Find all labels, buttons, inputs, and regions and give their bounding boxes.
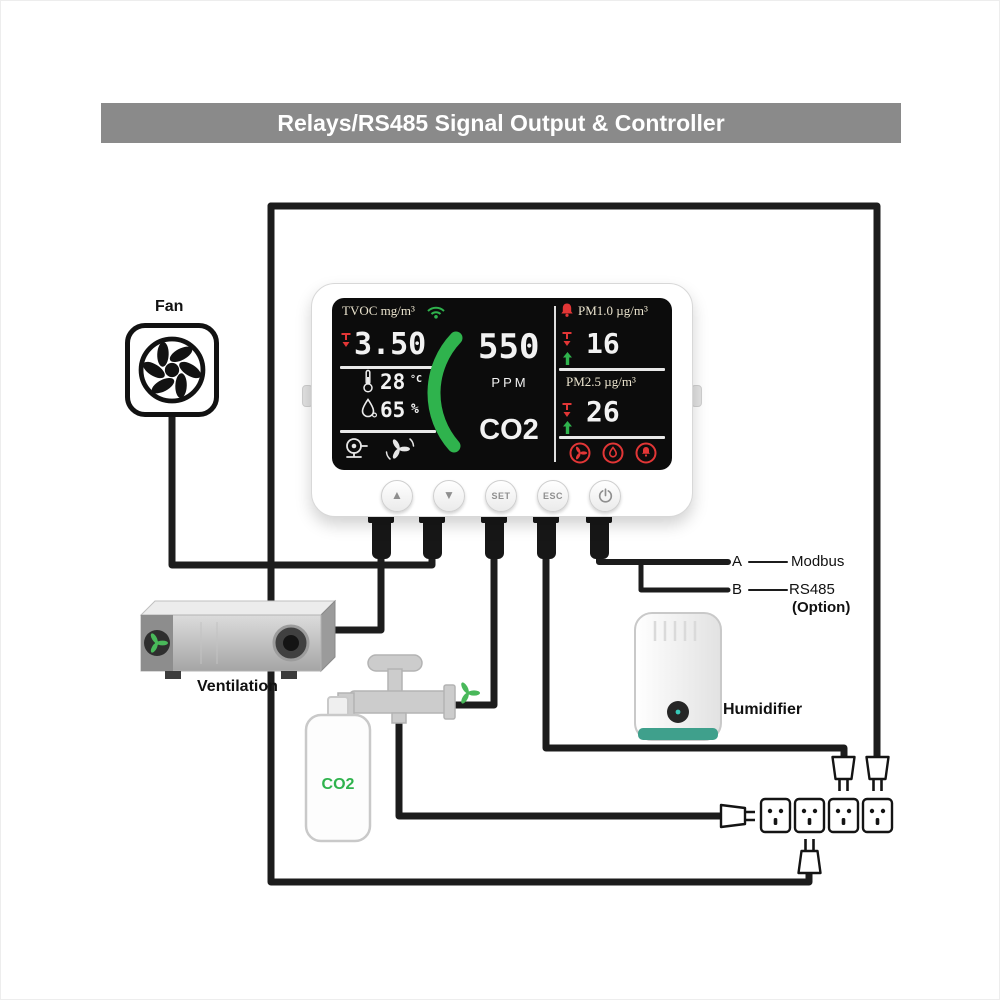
esc-button[interactable]: ESC <box>537 480 569 512</box>
divider <box>554 306 556 462</box>
protocol-label-modbus: Modbus <box>791 553 845 570</box>
threshold-alarm-icon <box>562 403 572 417</box>
gas-bottle <box>304 713 372 843</box>
power-outlet-1 <box>759 797 792 834</box>
pm25-value: 26 <box>586 395 620 428</box>
up-arrow-icon: ▲ <box>391 488 403 502</box>
alarm-output-fan-icon <box>569 442 591 464</box>
wire-rs485-a <box>596 538 731 565</box>
down-arrow-icon: ▼ <box>443 488 455 502</box>
threshold-alarm-icon <box>562 332 572 346</box>
power-strip-area <box>719 755 894 875</box>
tvoc-value: 3.50 <box>354 327 427 362</box>
cable-connector-5 <box>586 513 612 563</box>
humidifier-label: Humidifier <box>723 701 803 718</box>
co2-cylinder-label: CO2 <box>322 776 355 793</box>
wire-left-bottom-to-plug <box>267 202 813 886</box>
ventilation-unit <box>139 599 337 679</box>
alarm-output-drop-icon <box>602 442 624 464</box>
gas-valve <box>337 654 456 724</box>
humidity-unit: % <box>411 402 419 417</box>
title-banner: Relays/RS485 Signal Output & Controller <box>101 103 901 143</box>
humidifier-unit <box>634 612 722 741</box>
terminal-b-label: B <box>732 581 743 598</box>
divider <box>340 430 436 433</box>
protocol-label-option: (Option) <box>792 599 851 616</box>
down-button[interactable]: ▼ <box>433 480 465 512</box>
power-plug-bottom <box>797 839 822 875</box>
co2-unit-label: PPM <box>491 375 529 390</box>
power-outlet-3 <box>827 797 860 834</box>
fan-unit <box>125 323 219 417</box>
air-quality-monitor: TVOC mg/m³ 3.50 28 °C 6 <box>311 283 693 517</box>
humidity-drop-icon <box>361 398 377 418</box>
relay-pump-icon <box>346 438 368 458</box>
pm1-value: 16 <box>586 327 620 360</box>
relay-fan-icon <box>385 438 415 460</box>
power-outlet-4 <box>861 797 894 834</box>
humidity-value: 65 <box>380 398 406 422</box>
wire-valve-to-plug <box>395 709 728 820</box>
power-plug-main <box>865 755 890 791</box>
wire-ventilation <box>331 537 385 634</box>
power-icon <box>598 488 612 503</box>
tvoc-label: TVOC mg/m³ <box>342 303 415 318</box>
co2-gas-label: CO2 <box>479 414 539 446</box>
cable-connector-3 <box>481 513 507 563</box>
rising-arrow-icon <box>563 421 572 434</box>
pm1-label: PM1.0 µg/m³ <box>578 303 648 318</box>
divider <box>340 366 436 369</box>
gas-flow-icon <box>461 682 480 704</box>
cable-connector-1 <box>368 513 394 563</box>
temp-unit: °C <box>410 374 423 385</box>
temp-value: 28 <box>380 370 406 394</box>
vent-fan-icon <box>144 630 170 656</box>
ventilation-label: Ventilation <box>197 678 278 695</box>
co2-value: 550 <box>478 327 540 367</box>
power-plug-humidifier <box>831 755 856 791</box>
divider <box>559 436 665 439</box>
set-button[interactable]: SET <box>485 480 517 512</box>
terminal-a-label: A <box>732 553 743 570</box>
wire-co2-valve <box>449 537 498 709</box>
cable-connector-4 <box>533 513 559 563</box>
wire-rs485-b <box>638 559 731 593</box>
wire-top-to-plug <box>267 202 881 761</box>
cable-connector-2 <box>419 513 445 563</box>
rising-arrow-icon <box>563 352 572 365</box>
wifi-icon <box>427 306 445 319</box>
power-button[interactable] <box>589 480 621 512</box>
fan-label: Fan <box>155 298 184 315</box>
alarm-output-bell-icon <box>635 442 657 464</box>
wire-humidifier-plug <box>542 537 848 762</box>
co2-gauge-arc <box>427 331 463 453</box>
power-plug-valve <box>719 803 755 829</box>
monitor-screen: TVOC mg/m³ 3.50 28 °C 6 <box>332 298 672 470</box>
pm25-label: PM2.5 µg/m³ <box>566 374 636 389</box>
fan-blades-icon <box>138 336 206 404</box>
thermometer-icon <box>363 369 373 393</box>
power-outlet-2 <box>793 797 826 834</box>
co2-cylinder-assembly: CO2 <box>304 654 480 843</box>
threshold-alarm-icon <box>341 333 351 347</box>
protocol-label-rs485: RS485 <box>789 581 835 598</box>
up-button[interactable]: ▲ <box>381 480 413 512</box>
alarm-bell-icon <box>561 303 573 317</box>
divider <box>559 368 665 371</box>
